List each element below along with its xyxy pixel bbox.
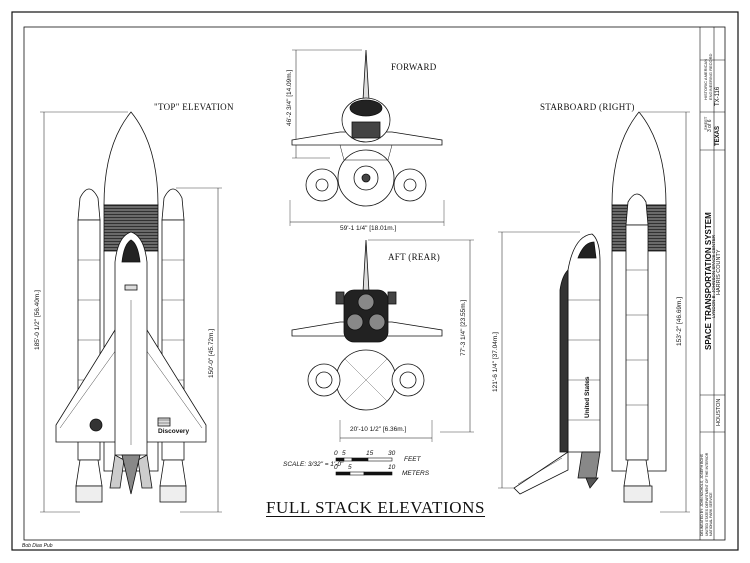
- top-orbiter-name: Discovery: [158, 428, 190, 435]
- starboard-view-title: STARBOARD (RIGHT): [540, 102, 635, 112]
- state-name: TEXAS: [715, 125, 721, 146]
- scale-meter-tick-1: 5: [348, 464, 352, 471]
- aft-view-title: AFT (REAR): [388, 252, 441, 262]
- starboard-orbiter-dimension: 121'-6 1/4" [37.04m.]: [492, 332, 499, 392]
- starboard-stack-dimension: 153'-2" [46.69m.]: [676, 296, 683, 346]
- top-elevation-view: [40, 111, 222, 513]
- outer-border: [11, 11, 739, 551]
- corner-signature: Bob Dias Pub: [22, 543, 53, 549]
- scale-meter-tick-0: 0: [334, 464, 338, 471]
- top-elevation-title: "TOP" ELEVATION: [154, 102, 234, 112]
- county-name: HARRIS COUNTY: [716, 249, 722, 295]
- starboard-orbiter-name: United States: [584, 376, 591, 418]
- scale-label: SCALE: 3/32" = 1'-0": [283, 461, 344, 468]
- inner-border: [23, 26, 726, 541]
- aft-view: [291, 239, 474, 442]
- scale-meter-unit: METERS: [402, 470, 430, 477]
- top-total-dimension: 185'-0 1/2" [56.40m.]: [34, 290, 41, 350]
- scale-feet-tick-2: 15: [366, 450, 374, 457]
- city-name: HOUSTON: [716, 398, 722, 426]
- forward-view: [289, 49, 445, 226]
- starboard-view: [498, 111, 690, 513]
- graphic-scale: [335, 457, 393, 476]
- forward-span-dimension: 59'-1 1/4" [18.01m.]: [340, 225, 397, 232]
- scale-feet-tick-1: 5: [342, 450, 346, 457]
- scale-feet-unit: FEET: [404, 456, 421, 463]
- scale-feet-tick-0: 0: [334, 450, 338, 457]
- sheet-number: 3 of 6: [707, 119, 713, 132]
- aft-width-dimension: 20'-10 1/2" [6.36m.]: [350, 426, 407, 433]
- aft-height-dimension: 77'-3 1/4" [23.55m.]: [460, 299, 467, 356]
- department-line-2: NATIONAL PARK SERVICE: [709, 492, 713, 536]
- forward-view-title: FORWARD: [391, 62, 437, 72]
- scale-feet-tick-3: 30: [388, 450, 396, 457]
- top-srb-dimension: 150'-0" [45.72m.]: [208, 328, 215, 378]
- delineated-by: DELINEATED BY: JOHN NICHOLS, JOSEPH BOHS: [700, 453, 704, 536]
- forward-height-dimension: 46'-2 3/4" [14.09m.]: [286, 69, 293, 126]
- drawing-title: FULL STACK ELEVATIONS: [266, 498, 486, 517]
- agency-line-2: ENGINEERING RECORD: [708, 53, 713, 100]
- title-block-lines: [699, 27, 725, 540]
- scale-meter-tick-2: 10: [388, 464, 396, 471]
- survey-number: TX-116: [715, 86, 721, 106]
